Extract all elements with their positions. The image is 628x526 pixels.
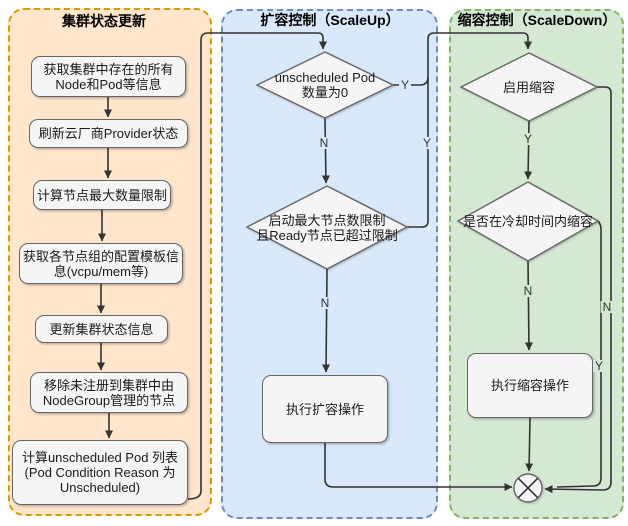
action-text: 执行缩容操作 — [490, 378, 569, 393]
step-update-cluster-status: 更新集群状态信息 — [35, 315, 168, 343]
step-text-line: 更新集群状态信息 — [49, 321, 154, 337]
step-text-line: (Pod Condition Reason 为 — [24, 465, 176, 480]
cluster-panel-title: 集群状态更新 — [62, 13, 146, 29]
action-execute-scaleup: 执行扩容操作 — [262, 375, 388, 443]
edge-label-pods-yes: Y — [398, 78, 412, 92]
step-text-line: 息(vcpu/mem等) — [53, 263, 149, 279]
edge-label-merge-yes: Y — [420, 136, 434, 150]
action-execute-scaledown: 执行缩容操作 — [467, 353, 593, 418]
step-refresh-provider: 刷新云厂商Provider状态 — [29, 119, 188, 148]
edge-label-cooldown-no: N — [521, 284, 535, 298]
edge-label-cooldown-yes: Y — [592, 359, 606, 373]
step-text-line: Node和Pod等信息 — [55, 76, 162, 92]
step-text-line: Unscheduled) — [59, 480, 141, 495]
edge-label-enabled-yes: Y — [521, 132, 535, 146]
step-fetch-nodegroup-template: 获取各节点组的配置模板信 息(vcpu/mem等) — [19, 243, 183, 284]
step-calc-max-node-limit: 计算节点最大数量限制 — [33, 180, 171, 210]
step-text-line: 计算节点最大数量限制 — [36, 187, 167, 203]
scaleup-panel-title: 扩容控制（ScaleUp） — [260, 12, 400, 28]
step-text-line: 获取集群中存在的所有 — [43, 61, 174, 77]
step-calc-unscheduled-pods: 计算unscheduled Pod 列表 (Pod Condition Reas… — [12, 440, 188, 505]
edge-label-limit-no: N — [318, 296, 332, 310]
step-text-line: 获取各节点组的配置模板信 — [22, 248, 179, 264]
action-text: 执行扩容操作 — [285, 401, 364, 417]
step-text-line: NodeGroup管理的节点 — [42, 392, 176, 408]
step-fetch-nodes-pods: 获取集群中存在的所有 Node和Pod等信息 — [31, 56, 186, 97]
edge-label-pods-no: N — [317, 136, 331, 150]
step-text-line: 移除未注册到集群中由 — [43, 377, 174, 393]
step-remove-unregistered-nodes: 移除未注册到集群中由 NodeGroup管理的节点 — [30, 372, 188, 413]
scaledown-panel — [449, 9, 624, 519]
step-text-line: 计算unscheduled Pod 列表 — [21, 450, 179, 465]
edge-label-enabled-no: N — [600, 300, 614, 314]
scaledown-panel-title: 缩容控制（ScaleDown） — [457, 12, 617, 28]
step-text-line: 刷新云厂商Provider状态 — [38, 126, 179, 141]
